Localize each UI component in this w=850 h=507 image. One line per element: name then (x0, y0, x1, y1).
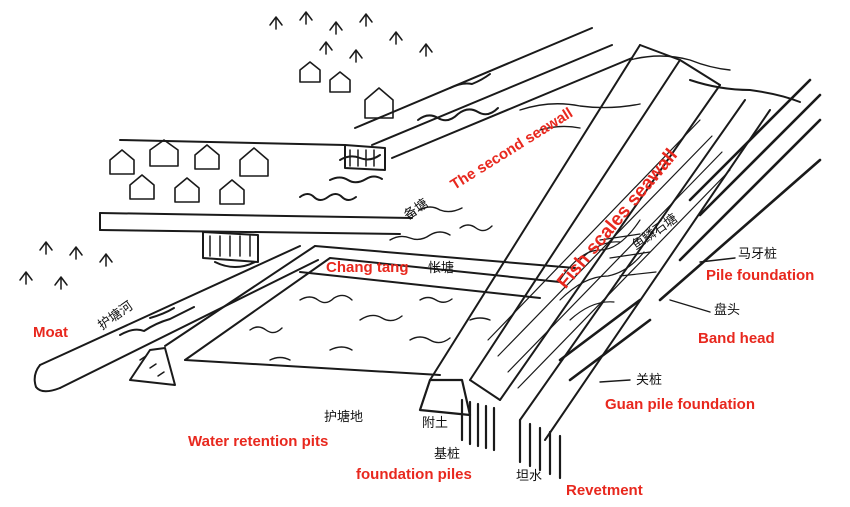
label-zh-pan-tou: 盘头 (714, 303, 741, 318)
label-foundation-piles: foundation piles (356, 466, 472, 483)
label-chang-tang: Chang tang (326, 259, 409, 276)
trees (19, 11, 433, 290)
leader-lines (599, 257, 736, 383)
label-moat: Moat (33, 324, 68, 341)
label-zh-ma-ya-zhuang: 马牙桩 (738, 247, 778, 262)
pile-rows (558, 78, 822, 382)
label-zh-hu-tang-di: 护塘地 (324, 410, 364, 425)
wall-masonry (487, 119, 731, 389)
sluice-gate-lower (202, 231, 259, 268)
label-revetment: Revetment (566, 482, 643, 499)
label-zh-ji-zhuang: 基桩 (434, 447, 461, 462)
village-houses (109, 61, 394, 205)
label-band-head: Band head (698, 330, 775, 347)
chang-tang-embankment (129, 245, 576, 386)
sluice-gate-upper (344, 144, 386, 171)
label-zh-chang-tang: 怅塘 (428, 261, 455, 276)
label-zh-fu-tu: 附土 (422, 416, 449, 431)
cross-dike (99, 139, 413, 235)
base-piles (418, 378, 562, 480)
moat-bank (33, 245, 319, 393)
label-water-retention-pits: Water retention pits (188, 433, 329, 450)
label-guan-pile-foundation: Guan pile foundation (605, 396, 755, 413)
label-pile-foundation: Pile foundation (706, 267, 815, 284)
retention-pits-field (249, 206, 493, 361)
second-seawall-embankment (354, 27, 633, 159)
label-zh-guan-zhuang: 关桩 (636, 373, 663, 388)
label-zh-tan-shui: 坦水 (516, 469, 543, 484)
